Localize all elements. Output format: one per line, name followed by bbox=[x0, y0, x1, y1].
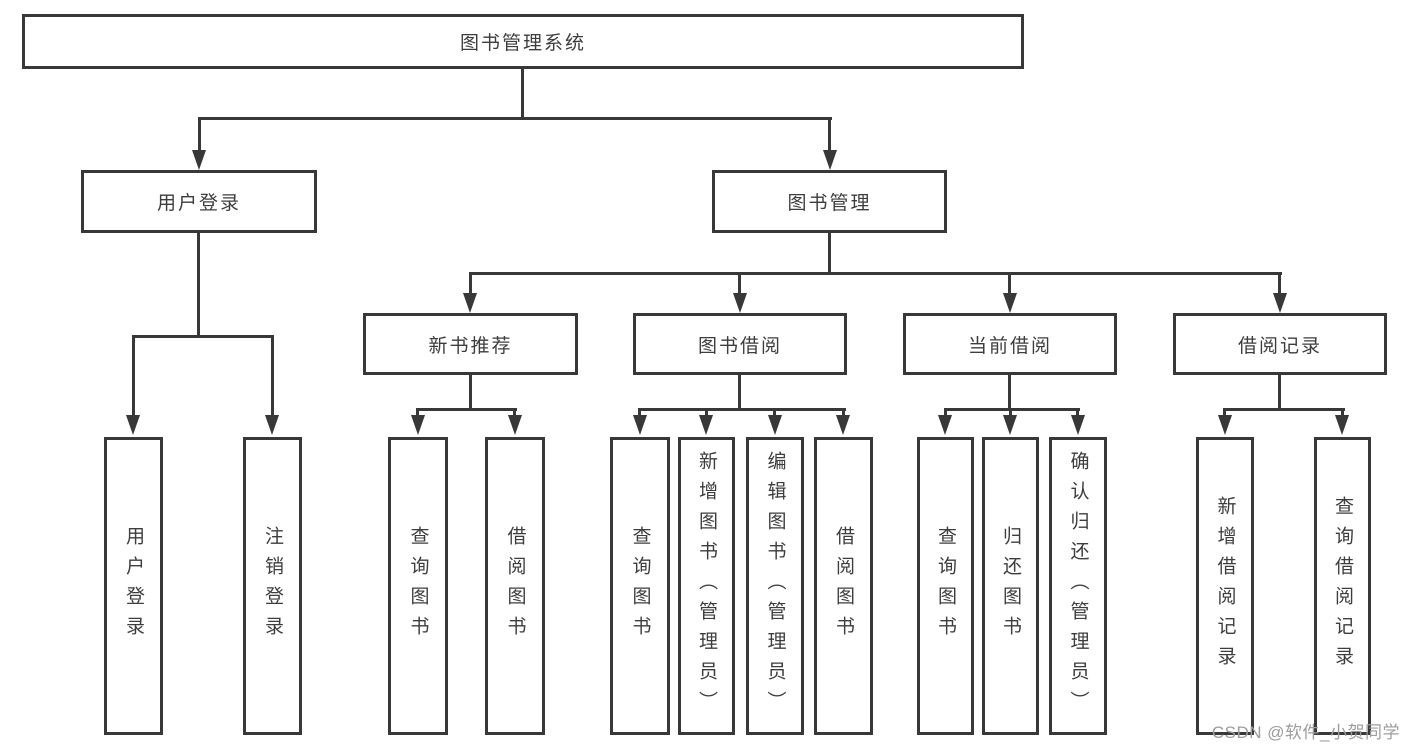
leaf-query-books-borrowing: 查询图书 bbox=[610, 437, 670, 735]
connector-user-login-stem bbox=[197, 233, 200, 335]
arrow-down-icon bbox=[1218, 415, 1232, 435]
connector-leaf-stub bbox=[1223, 408, 1226, 415]
connector-new-book-bar bbox=[416, 408, 517, 411]
node-book-borrowing-label: 图书借阅 bbox=[697, 335, 782, 357]
connector-new-book-stem bbox=[469, 375, 472, 408]
leaf-add-book-admin: 新增图书（管理员） bbox=[678, 437, 735, 735]
connector-to-book-management bbox=[828, 117, 831, 150]
leaf-user-login: 用户登录 bbox=[104, 437, 163, 735]
leaf-logout: 注销登录 bbox=[243, 437, 302, 735]
arrow-down-icon bbox=[768, 415, 782, 435]
connector-leaf-stub bbox=[416, 408, 419, 415]
arrow-down-icon bbox=[1003, 415, 1017, 435]
node-root-library-system: 图书管理系统 bbox=[22, 14, 1024, 69]
connector-to-leaf-user-login bbox=[132, 335, 135, 415]
leaf-user-login-label: 用户登录 bbox=[123, 526, 144, 646]
leaf-query-books-recommend: 查询图书 bbox=[388, 437, 448, 735]
node-current-borrowing-label: 当前借阅 bbox=[967, 335, 1052, 357]
connector-leaf-stub bbox=[773, 408, 776, 415]
leaf-query-borrow-record-label: 查询借阅记录 bbox=[1332, 496, 1353, 676]
arrow-down-icon bbox=[836, 415, 850, 435]
connector-to-leaf-logout bbox=[271, 335, 274, 415]
node-root-label: 图书管理系统 bbox=[459, 33, 586, 54]
connector-leaf-stub bbox=[1009, 408, 1012, 415]
connector-book-management-bar bbox=[469, 272, 1282, 275]
arrow-down-icon bbox=[733, 293, 747, 313]
arrow-down-icon bbox=[126, 415, 140, 435]
arrow-down-icon bbox=[938, 415, 952, 435]
connector-to-book-borrowing bbox=[738, 272, 741, 293]
connector-root-bar bbox=[198, 117, 832, 120]
arrow-down-icon bbox=[699, 415, 713, 435]
csdn-watermark: CSDN @软件_小贺同学 bbox=[1211, 723, 1400, 742]
node-new-book-recommendation: 新书推荐 bbox=[363, 313, 578, 375]
arrow-down-icon bbox=[192, 150, 206, 170]
arrow-down-icon bbox=[1335, 415, 1349, 435]
leaf-borrow-books-borrowing: 借阅图书 bbox=[814, 437, 873, 735]
connector-root-stem bbox=[521, 69, 524, 117]
leaf-borrow-books-recommend: 借阅图书 bbox=[485, 437, 545, 735]
connector-book-borrowing-bar bbox=[638, 408, 846, 411]
leaf-query-borrow-record: 查询借阅记录 bbox=[1314, 437, 1371, 735]
connector-book-management-stem bbox=[828, 233, 831, 272]
arrow-down-icon bbox=[1071, 415, 1085, 435]
leaf-confirm-return-admin-label: 确认归还（管理员） bbox=[1067, 451, 1089, 721]
connector-leaf-stub bbox=[1341, 408, 1344, 415]
connector-leaf-stub bbox=[513, 408, 516, 415]
connector-user-login-bar bbox=[132, 335, 274, 338]
leaf-query-books-current: 查询图书 bbox=[917, 437, 974, 735]
connector-borrowing-records-bar bbox=[1223, 408, 1345, 411]
connector-to-borrowing-records bbox=[1278, 272, 1281, 293]
node-book-borrowing: 图书借阅 bbox=[633, 313, 847, 375]
connector-to-user-login bbox=[198, 117, 201, 150]
connector-leaf-stub bbox=[842, 408, 845, 415]
connector-current-borrowing-stem bbox=[1008, 375, 1011, 408]
connector-to-current-borrowing bbox=[1008, 272, 1011, 293]
connector-borrowing-records-stem bbox=[1278, 375, 1281, 408]
leaf-query-books-current-label: 查询图书 bbox=[935, 526, 956, 646]
node-current-borrowing: 当前借阅 bbox=[903, 313, 1117, 375]
connector-leaf-stub bbox=[638, 408, 641, 415]
leaf-add-borrow-record: 新增借阅记录 bbox=[1196, 437, 1254, 735]
leaf-logout-label: 注销登录 bbox=[262, 526, 283, 646]
leaf-add-book-admin-label: 新增图书（管理员） bbox=[696, 451, 717, 721]
connector-current-borrowing-bar bbox=[944, 408, 1080, 411]
leaf-confirm-return-admin: 确认归还（管理员） bbox=[1049, 437, 1107, 735]
arrow-down-icon bbox=[265, 415, 279, 435]
node-user-login-label: 用户登录 bbox=[156, 193, 241, 214]
node-borrowing-records-label: 借阅记录 bbox=[1237, 335, 1322, 357]
leaf-borrow-books-recommend-label: 借阅图书 bbox=[504, 526, 526, 646]
node-new-book-recommendation-label: 新书推荐 bbox=[428, 335, 513, 357]
connector-leaf-stub bbox=[705, 408, 708, 415]
connector-to-new-book bbox=[469, 272, 472, 293]
leaf-return-book-label: 归还图书 bbox=[1000, 526, 1021, 646]
connector-leaf-stub bbox=[1076, 408, 1079, 415]
node-borrowing-records: 借阅记录 bbox=[1173, 313, 1387, 375]
arrow-down-icon bbox=[508, 415, 522, 435]
leaf-query-books-borrowing-label: 查询图书 bbox=[629, 526, 651, 646]
arrow-down-icon bbox=[823, 150, 837, 170]
connector-leaf-stub bbox=[944, 408, 947, 415]
arrow-down-icon bbox=[1273, 293, 1287, 313]
arrow-down-icon bbox=[1003, 293, 1017, 313]
leaf-edit-book-admin: 编辑图书（管理员） bbox=[746, 437, 804, 735]
node-user-login: 用户登录 bbox=[81, 170, 317, 233]
connector-book-borrowing-stem bbox=[738, 375, 741, 408]
leaf-borrow-books-borrowing-label: 借阅图书 bbox=[833, 526, 854, 646]
arrow-down-icon bbox=[411, 415, 425, 435]
leaf-return-book: 归还图书 bbox=[982, 437, 1039, 735]
leaf-add-borrow-record-label: 新增借阅记录 bbox=[1214, 496, 1236, 676]
leaf-edit-book-admin-label: 编辑图书（管理员） bbox=[764, 451, 786, 721]
node-book-management: 图书管理 bbox=[712, 170, 947, 233]
node-book-management-label: 图书管理 bbox=[787, 193, 872, 214]
leaf-query-books-recommend-label: 查询图书 bbox=[407, 526, 429, 646]
arrow-down-icon bbox=[633, 415, 647, 435]
arrow-down-icon bbox=[463, 293, 477, 313]
